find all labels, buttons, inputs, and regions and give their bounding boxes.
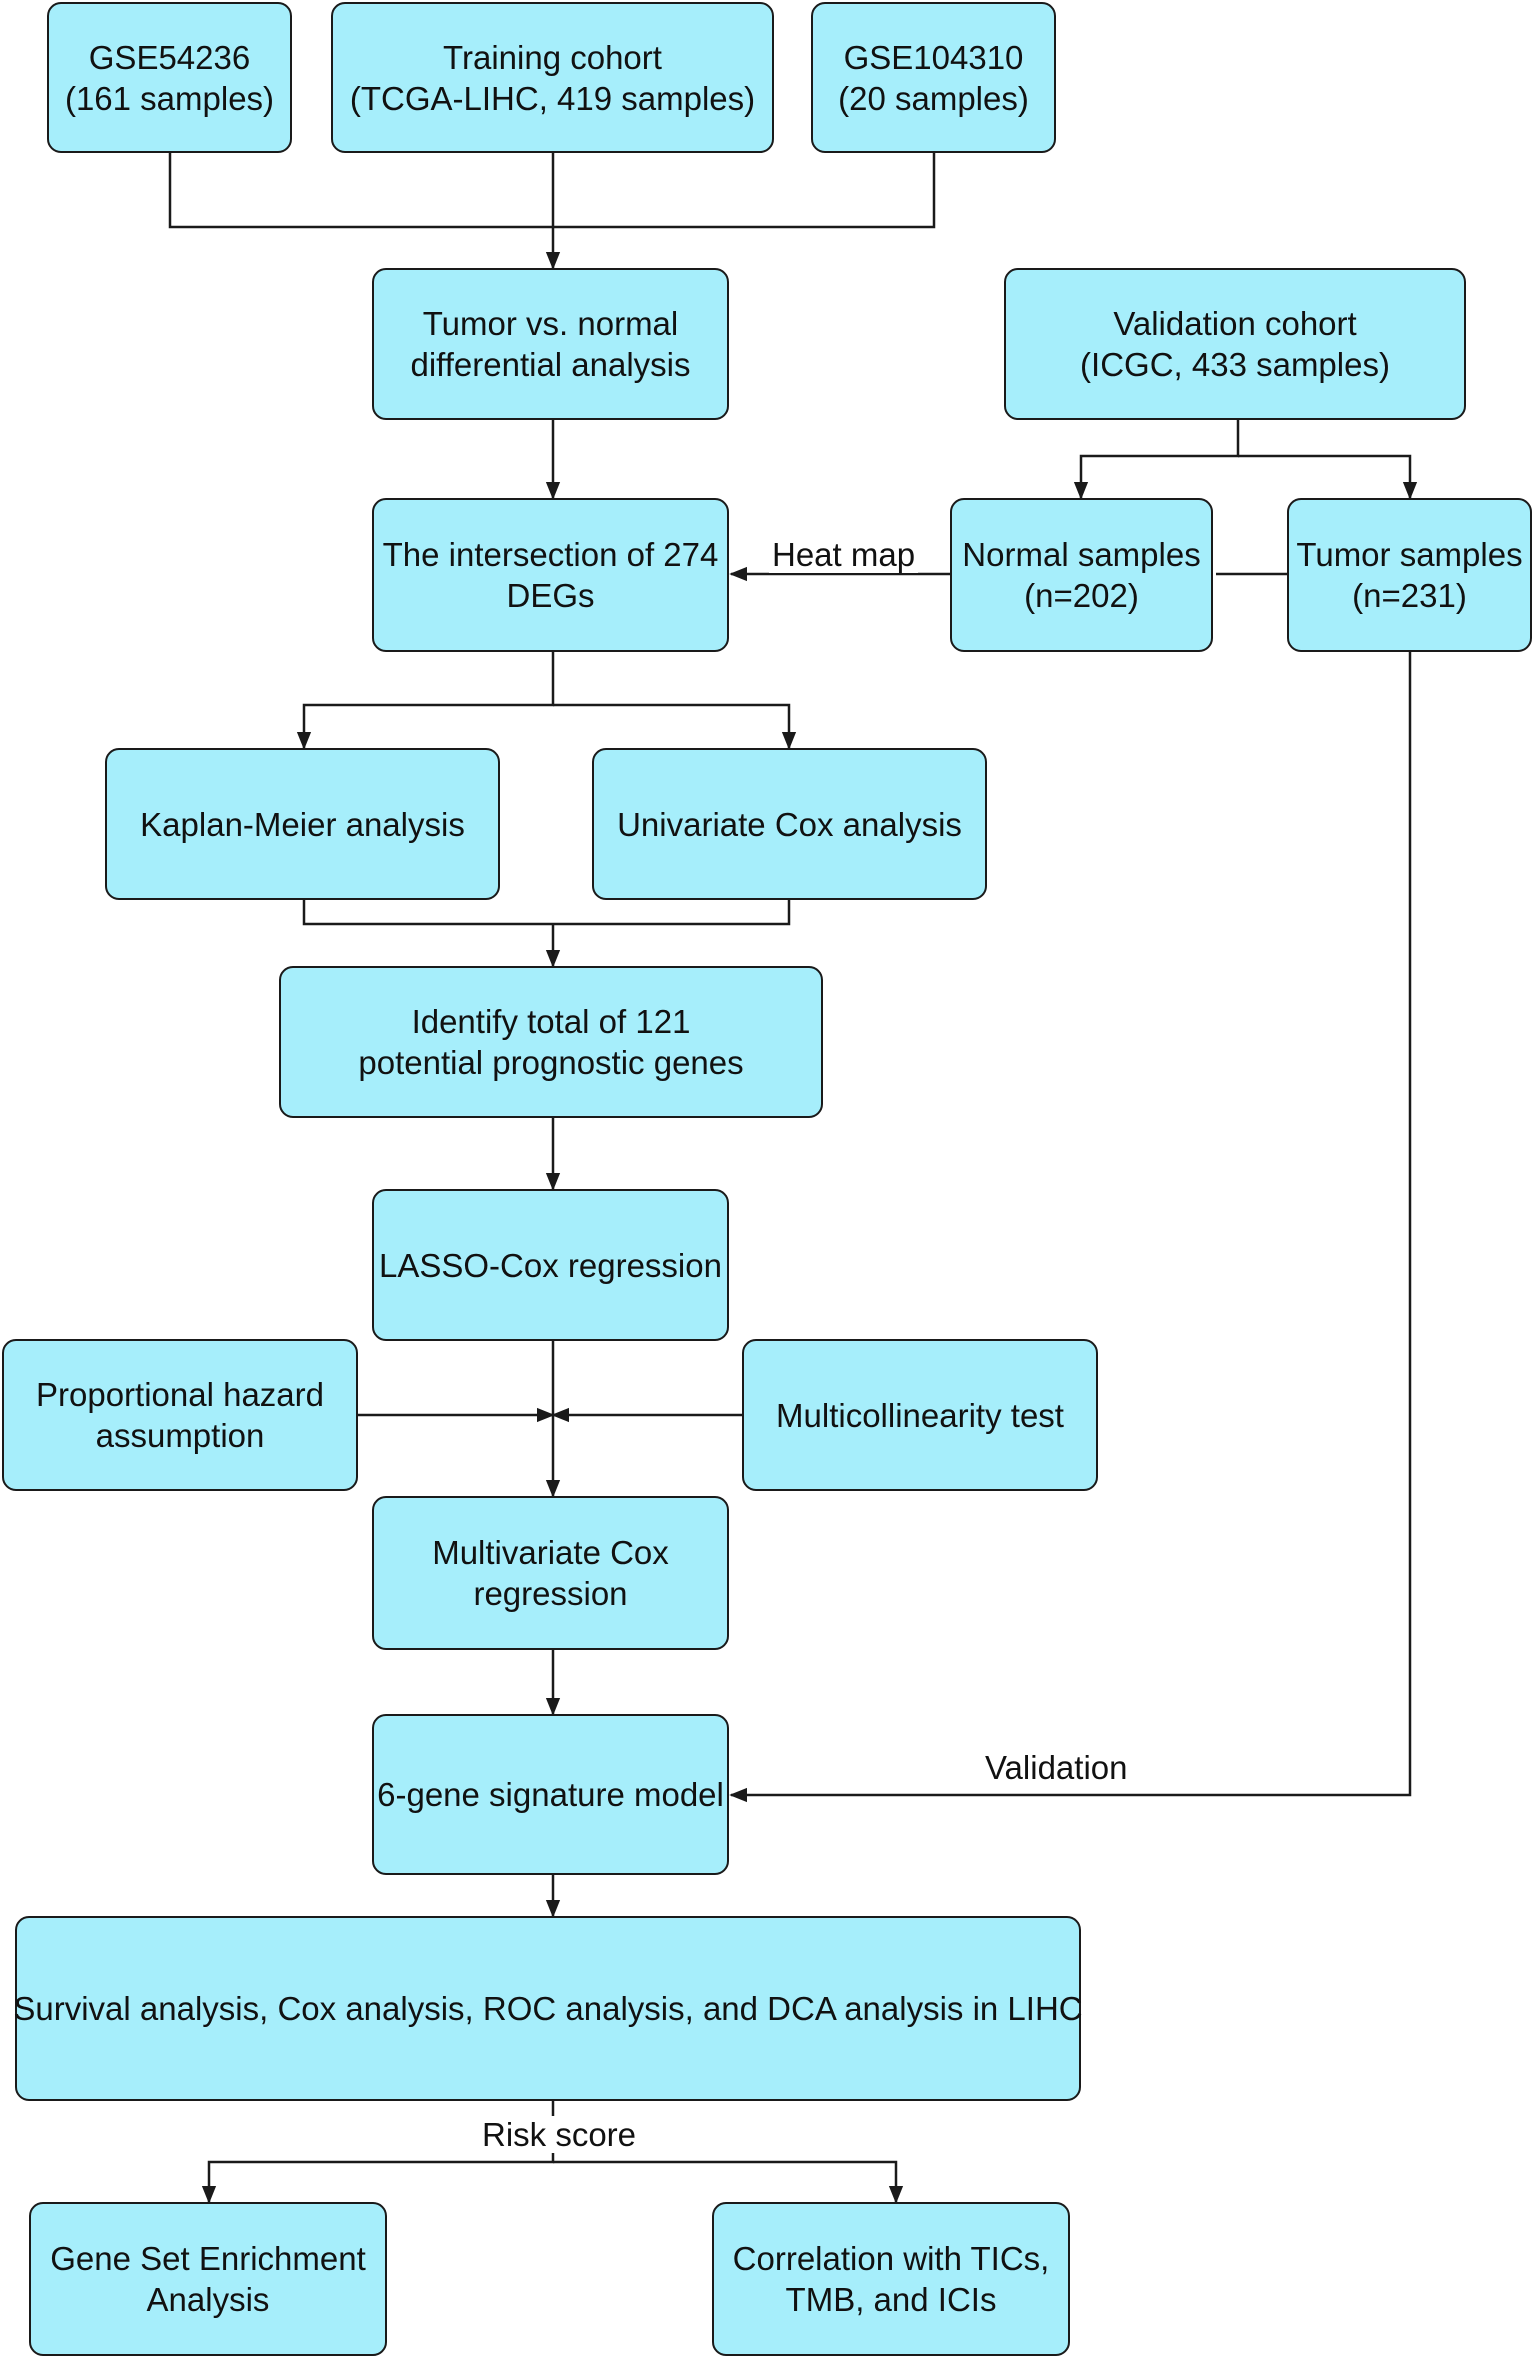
edge-label-heat-map: Heat map <box>769 537 919 573</box>
node-kaplan-meier: Kaplan-Meier analysis <box>105 748 500 900</box>
node-normal-samples: Normal samples (n=202) <box>950 498 1213 652</box>
node-gse54236: GSE54236 (161 samples) <box>47 2 292 153</box>
connector-km-uni-merge <box>302 900 791 926</box>
node-multicollinearity: Multicollinearity test <box>742 1339 1098 1491</box>
arrow-validation <box>729 652 1412 1803</box>
node-validation-cohort: Validation cohort (ICGC, 433 samples) <box>1004 268 1466 420</box>
node-signature-model: 6-gene signature model <box>372 1714 729 1875</box>
arrow-to-correlation <box>553 2160 904 2204</box>
node-gse104310: GSE104310 (20 samples) <box>811 2 1056 153</box>
node-tumor-samples: Tumor samples (n=231) <box>1287 498 1532 652</box>
node-tumor-vs-normal: Tumor vs. normal differential analysis <box>372 268 729 420</box>
node-multivariate-cox: Multivariate Cox regression <box>372 1496 729 1650</box>
edge-label-risk-score: Risk score <box>482 2116 637 2153</box>
node-survival-analysis: Survival analysis, Cox analysis, ROC ana… <box>13 1916 1083 2101</box>
node-univariate-cox: Univariate Cox analysis <box>592 748 987 900</box>
connector-validation-split <box>1073 420 1240 500</box>
node-identify-genes: Identify total of 121 potential prognost… <box>279 966 823 1118</box>
node-gsea: Gene Set Enrichment Analysis <box>29 2202 387 2356</box>
node-training-cohort: Training cohort (TCGA-LIHC, 419 samples) <box>331 2 774 153</box>
node-correlation: Correlation with TICs, TMB, and ICIs <box>712 2202 1070 2356</box>
arrow-to-univariate <box>553 703 797 750</box>
connector-intersection-split <box>296 652 555 750</box>
node-lasso-cox: LASSO-Cox regression <box>372 1189 729 1341</box>
node-intersection-degs: The intersection of 274 DEGs <box>372 498 729 652</box>
edge-label-validation: Validation <box>982 1750 1131 1786</box>
node-proportional-hazard: Proportional hazard assumption <box>2 1339 358 1491</box>
arrow-to-tumor-samples <box>1238 454 1418 500</box>
